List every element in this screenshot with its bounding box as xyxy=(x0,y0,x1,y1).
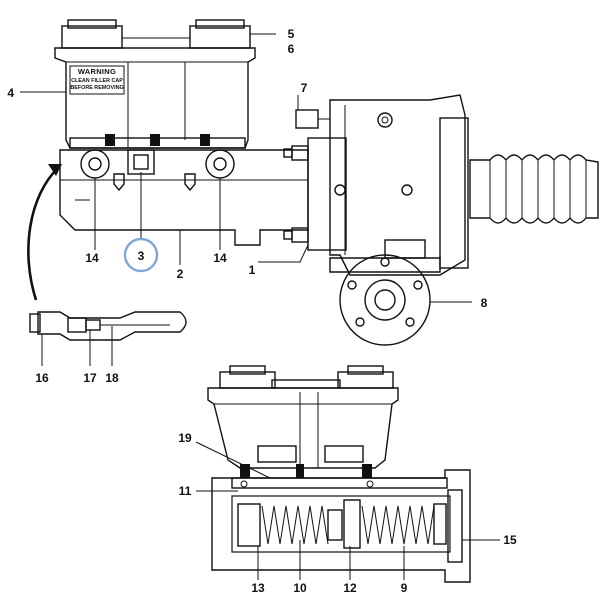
bottom-leader-lines xyxy=(195,441,500,580)
detail-arrow xyxy=(27,167,59,301)
callout-18: 18 xyxy=(105,371,119,385)
callout-3-highlight xyxy=(123,237,159,273)
callout-19: 19 xyxy=(178,431,192,445)
section-reservoir xyxy=(207,365,399,478)
callout-9: 9 xyxy=(401,581,408,595)
callout-14-right: 14 xyxy=(213,251,227,265)
callout-13: 13 xyxy=(251,581,265,595)
top-assembly: WARNING CLEAN FILLER CAP BEFORE REMOVING xyxy=(20,19,599,366)
master-cylinder-body xyxy=(59,149,309,246)
callout-labels: 4 5 6 7 14 3 2 14 1 8 16 17 18 19 11 15 … xyxy=(7,27,517,595)
callout-15: 15 xyxy=(503,533,517,547)
booster-housing xyxy=(329,94,469,276)
warning-line-2: BEFORE REMOVING xyxy=(70,85,123,91)
callout-11: 11 xyxy=(179,484,192,498)
detail-arrow-head xyxy=(48,164,62,176)
callout-16: 16 xyxy=(35,371,49,385)
callout-7: 7 xyxy=(301,81,308,95)
callout-6: 6 xyxy=(288,42,295,56)
callout-3: 3 xyxy=(138,249,145,263)
callout-12: 12 xyxy=(343,581,357,595)
callout-5: 5 xyxy=(288,27,295,41)
fluid-reservoir xyxy=(54,19,256,149)
warning-line-1: CLEAN FILLER CAP xyxy=(71,78,123,84)
booster-boot xyxy=(469,154,599,224)
top-leader-lines xyxy=(20,33,472,303)
proportioning-valve-detail xyxy=(29,311,187,366)
callout-10: 10 xyxy=(293,581,307,595)
callout-17: 17 xyxy=(83,371,97,385)
callout-4: 4 xyxy=(7,86,14,100)
callout-8: 8 xyxy=(481,296,488,310)
primary-piston xyxy=(343,499,447,549)
secondary-piston xyxy=(237,503,343,547)
callout-1: 1 xyxy=(249,263,256,277)
brake-line-fittings xyxy=(80,149,235,192)
callout-14-left: 14 xyxy=(85,251,99,265)
warning-title: WARNING xyxy=(78,67,116,76)
callout-2: 2 xyxy=(177,267,184,281)
pushrod-flange xyxy=(329,254,441,346)
cross-section-assembly xyxy=(195,365,500,583)
warning-label: WARNING CLEAN FILLER CAP BEFORE REMOVING xyxy=(69,65,125,95)
